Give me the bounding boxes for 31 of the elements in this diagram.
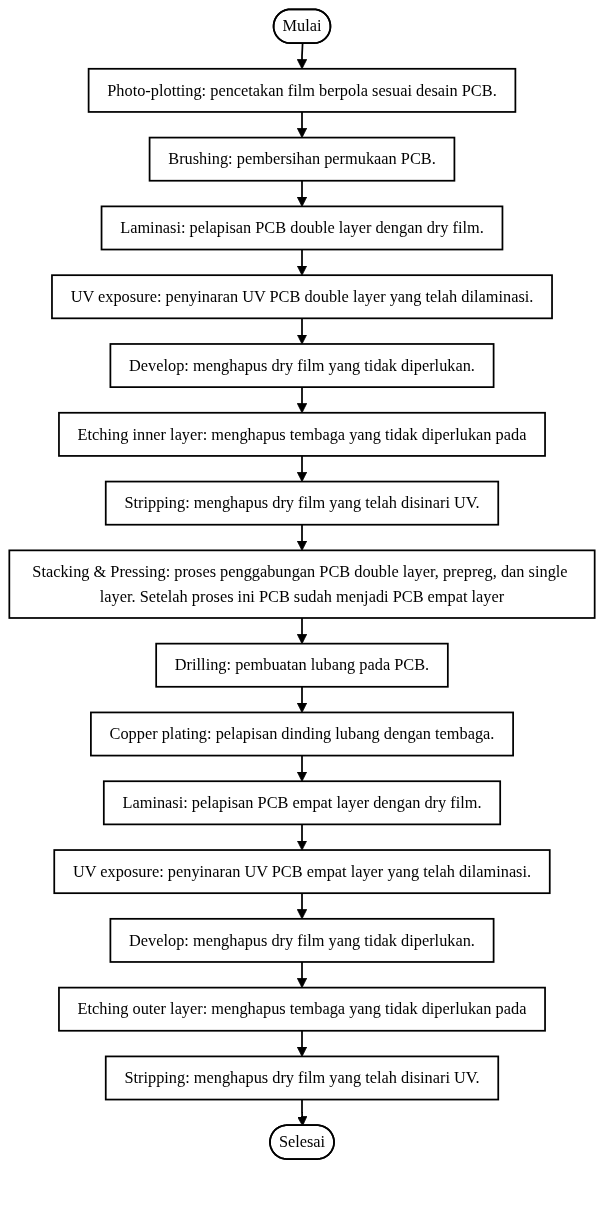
arrow [296,317,308,345]
arrow [296,111,308,139]
node-box: Develop: menghapus dry film yang tidak diperlukan. [109,917,495,963]
node-box: Brushing: pembersihan permukaan PCB. [148,136,456,182]
arrow [296,617,308,645]
arrow [296,248,308,276]
node-box: Laminasi: pelapisan PCB double layer dengan dry film. [100,205,504,251]
node-box: UV exposure: penyinaran UV PCB double layer yang telah dilaminasi. [51,274,553,320]
node-box: Stripping: menghapus dry film yang telah disinari UV. [104,480,500,526]
node-box: Stripping: menghapus dry film yang telah disinari UV. [104,1055,500,1101]
arrow [296,42,308,70]
node-box: Copper plating: pelapisan dinding lubang dengan tembaga. [90,711,514,757]
node-box: Photo-plotting: pencetakan film berpola sesuai desain PCB. [87,67,517,113]
node-box: Laminasi: pelapisan PCB empat layer dengan dry film. [102,780,502,826]
arrow [296,892,308,920]
arrow [297,1098,308,1127]
arrow [296,685,308,713]
arrow [296,823,308,851]
arrow [296,523,308,551]
arrow [296,386,308,414]
arrow [296,754,308,782]
node-box: Develop: menghapus dry film yang tidak diperlukan. [109,343,495,388]
node-box: Stacking & Pressing: proses penggabungan PCB double layer, prepreg, dan single layer. Setelah proses ini PCB sudah menjadi PCB empat layer [8,549,596,619]
arrow [296,1029,308,1057]
node-box: Drilling: pembuatan lubang pada PCB. [155,642,449,688]
arrow [296,455,308,483]
node-box: Etching outer layer: menghapus tembaga yang tidak diperlukan pada [58,986,546,1032]
node-box: UV exposure: penyinaran UV PCB empat layer yang telah dilaminasi. [53,849,551,895]
arrow [296,961,308,989]
arrow [296,179,308,207]
node-box: Etching inner layer: menghapus tembaga yang tidak diperlukan pada [58,411,546,457]
